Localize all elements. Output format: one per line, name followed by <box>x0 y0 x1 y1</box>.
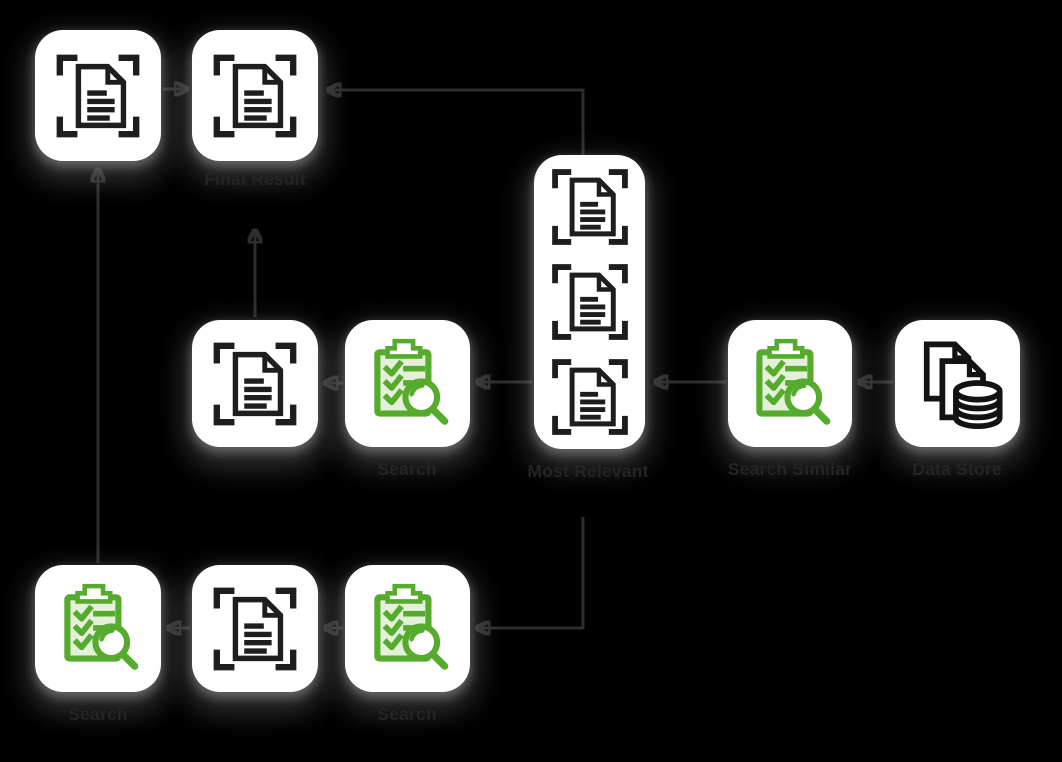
label-search-similar: Search Similar <box>727 459 853 479</box>
scan-document-icon <box>547 164 633 250</box>
node-document-mid <box>192 320 318 447</box>
label-data-store: Data Store <box>912 459 1002 479</box>
checklist-search-icon <box>741 335 839 433</box>
checklist-search-icon <box>49 580 147 678</box>
label-search-bottom-left: Search <box>68 704 128 724</box>
label-most-relevant: Most Relevant <box>527 461 649 481</box>
node-document-top-left <box>35 30 161 161</box>
node-search-bottom-left <box>35 565 161 692</box>
scan-document-icon <box>51 49 145 143</box>
node-search-similar <box>728 320 852 447</box>
checklist-search-icon <box>359 335 457 433</box>
scan-document-icon <box>208 49 302 143</box>
node-final-result <box>192 30 318 161</box>
scan-document-icon <box>208 582 302 676</box>
label-final-result: Final Result <box>204 169 306 189</box>
scan-document-icon <box>547 259 633 345</box>
scan-document-icon <box>547 354 633 440</box>
connector-most-relevant-to-search-bottom <box>479 517 585 628</box>
checklist-search-icon <box>359 580 457 678</box>
node-data-store <box>895 320 1020 447</box>
scan-document-icon <box>208 337 302 431</box>
label-search-bottom: Search <box>377 704 437 724</box>
documents-database-icon <box>908 334 1008 434</box>
label-search-mid: Search <box>377 459 437 479</box>
node-most-relevant <box>534 155 645 449</box>
node-document-bottom <box>192 565 318 692</box>
node-search-bottom <box>345 565 470 692</box>
node-search-mid <box>345 320 470 447</box>
connector-most-relevant-to-final-result <box>330 90 585 155</box>
